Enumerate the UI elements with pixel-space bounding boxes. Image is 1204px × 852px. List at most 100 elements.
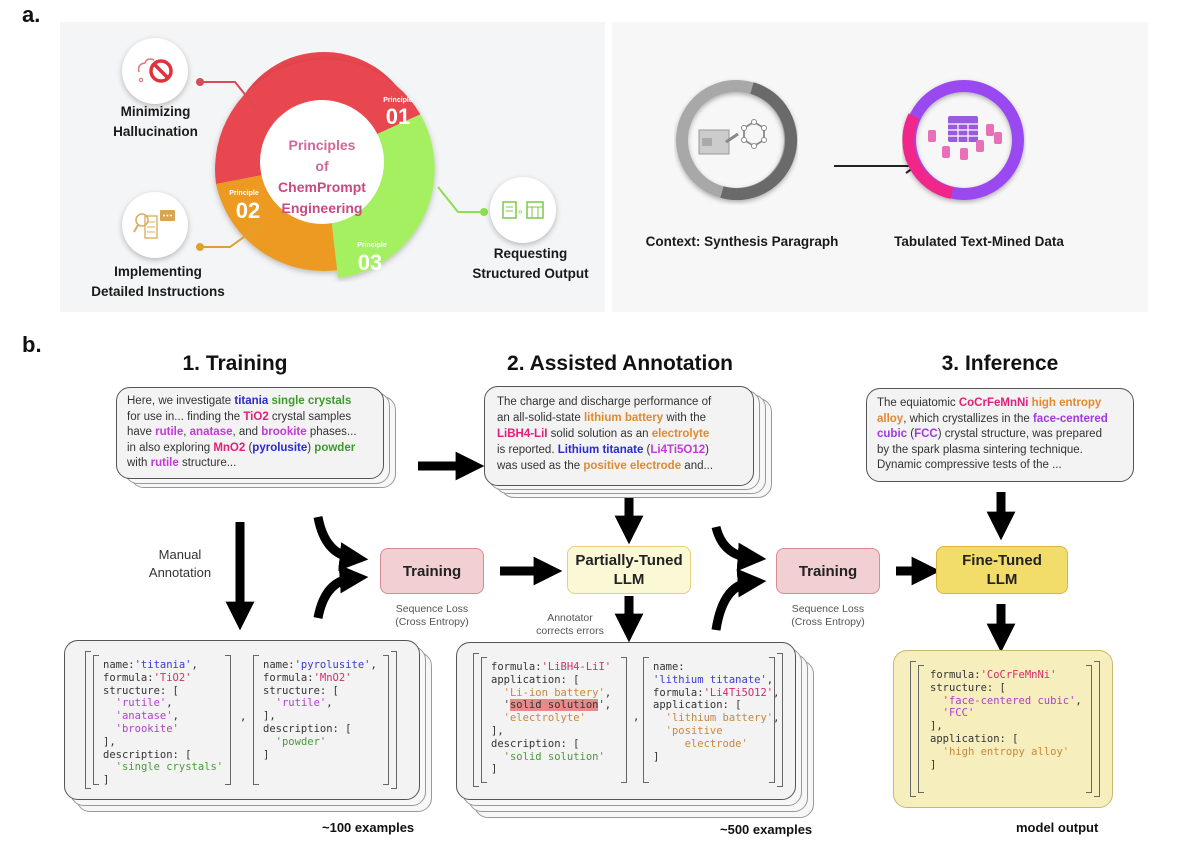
json-line: 'FCC' [930,707,1082,720]
outer-bracket-left [910,661,916,797]
highlighted-entity: CoCrFeMnNi [958,397,1029,409]
principle-03-number: 03 [358,250,382,275]
highlighted-entity: brookite [261,426,307,438]
principle-01-icon-badge [122,38,188,104]
highlighted-entity: rutile [150,457,179,469]
record-bracket-right [383,655,389,785]
paragraph-line: The charge and discharge performance of [497,394,741,410]
text-segment: crystal samples [268,410,352,423]
text-segment: , [191,659,198,671]
text-segment [491,687,504,699]
json-line: 'positive [653,725,779,738]
text-segment: ) [307,441,315,454]
highlighted-entity: 'rutile' [275,697,327,710]
text-segment: in also exploring [127,441,214,454]
principle-02-title: Implementing Detailed Instructions [91,264,225,299]
structured-output-icon: » [502,201,544,219]
paragraph-line: an all-solid-state lithium battery with … [497,410,741,426]
json-line: formula:'Li4Ti5O12', [653,687,779,700]
text-segment: with the [663,412,706,424]
curved-arrow-from-json [313,564,369,619]
highlighted-entity: Lithium titanate [557,444,644,456]
paragraph-line: Dynamic compressive tests of the ... [877,458,1123,474]
json-line: 'electrolyte' [491,712,611,725]
context-ring-icon [676,80,798,201]
principles-panel: Principle 01 Principle 02 Principle 03 P… [60,22,605,312]
text-segment: ] [263,748,270,761]
json-line: 'single crystals' [103,761,223,774]
text-segment: name: [103,659,135,671]
text-segment: , [773,686,780,699]
annotation-paragraph-card: The charge and discharge performance of a… [484,386,754,486]
no-hallucination-icon [137,58,173,83]
record-bracket-left [918,665,924,793]
text-segment [103,697,116,709]
highlighted-entity: high entropy [1031,397,1102,409]
highlighted-entity: 'TiO2' [153,671,192,684]
text-segment: The charge and discharge performance of [497,396,712,408]
text-segment: description: [ [491,737,580,750]
record-bracket-left [93,655,99,785]
highlighted-entity: MnO2 [213,441,246,454]
highlighted-entity: 'Li4Ti5O12' [703,686,774,699]
text-segment: ], [491,724,504,737]
text-segment [263,736,276,748]
text-segment: ( [245,441,253,454]
ring-title-line-4: Engineering [282,200,363,216]
outer-bracket-left [85,651,91,789]
curved-arrow-from-annotation-json [711,568,767,631]
json-line: ], [103,736,223,749]
principle-connectors [196,78,488,251]
text-segment: ' [491,699,510,712]
connector-02 [200,223,263,248]
text-segment: , [766,673,774,686]
sequence-loss-note-2: Sequence Loss (Cross Entropy) [791,603,865,628]
text-segment: application: [ [930,732,1019,745]
paragraph-line: by the spark plasma sintering technique. [877,443,1123,459]
text-segment: , [773,712,780,725]
paragraph-line: The equiatomic CoCrFeMnNi high entropy [877,396,1123,412]
principle-02-segment [216,172,338,271]
principle-02-tag: Principle [229,190,259,197]
highlighted-entity: 'LiBH4-LiI' [541,661,612,673]
text-segment [103,723,116,735]
text-segment [653,725,666,737]
text-segment: ], [930,720,943,733]
manual-annotation-label: Manual Annotation [148,547,212,580]
text-segment [263,697,276,709]
json-line: ], [491,725,611,738]
principle-02-icon-badge [122,192,188,258]
json-line: 'brookite' [103,723,223,736]
paragraph-line: is reported. Lithium titanate (Li4Ti5O12… [497,442,741,458]
highlighted-entity: TiO2 [243,410,269,423]
training-json-card: , name:'titania',formula:'TiO2'structure… [64,640,420,800]
record-bracket-right [225,655,231,785]
text-segment: phases... [306,426,357,438]
json-line: electrode' [653,738,779,751]
json-line: 'high entropy alloy' [930,746,1082,759]
principle-03-icon-badge: » [490,177,556,243]
context-label: Context: Synthesis Paragraph [645,234,839,249]
text-segment [103,710,116,722]
principle-03-segment [330,114,435,279]
sequence-loss-note-1: Sequence Loss (Cross Entropy) [395,603,469,628]
text-segment: , and [232,426,262,438]
inference-record-cocrfemnni: formula:'CoCrFeMnNi'structure: [ 'face-c… [930,669,1082,771]
record-bracket-right [1086,665,1092,793]
principle-01-title: Minimizing Hallucination [113,104,198,139]
highlighted-entity: 'CoCrFeMnNi' [980,669,1057,681]
model-output-label: model output [1016,820,1099,835]
text-segment: , [166,697,173,710]
json-line: ] [653,751,779,764]
json-line: formula:'LiBH4-LiI' [491,661,611,674]
json-line: 'lithium battery', [653,712,780,725]
text-segment: , [183,426,190,438]
highlighted-entity: 'titania' [134,659,192,671]
text-segment: ], [263,710,276,723]
text-segment: ( [907,428,915,440]
text-segment [930,746,943,758]
